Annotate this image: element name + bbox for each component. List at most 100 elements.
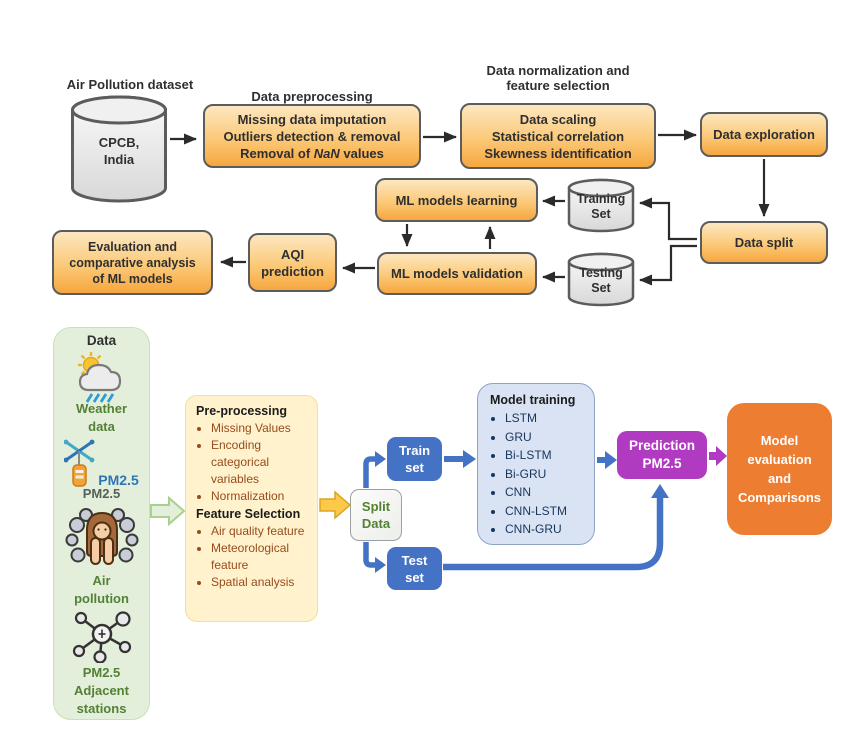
pm25-sensor-icon xyxy=(64,439,95,487)
data-split-box: Data split xyxy=(700,221,828,264)
preprocessing-line: Missing data imputation xyxy=(237,111,387,127)
adjacent-stations-line: Adjacent xyxy=(74,683,129,698)
split-data-line: Data xyxy=(361,516,391,531)
connector-split-to-test xyxy=(363,542,376,568)
feature-selection-title: Feature Selection xyxy=(196,507,301,521)
aqi-line: AQI xyxy=(280,246,305,262)
bullet-item: Normalization xyxy=(211,488,309,505)
data-sources-panel: Data Weather data xyxy=(53,327,150,720)
split-data-box: Split Data xyxy=(350,489,402,541)
preprocessing-title: Pre-processing xyxy=(196,404,288,418)
model-training-panel: Model training LSTM GRU Bi-LSTM Bi-GRU C… xyxy=(477,383,595,545)
train-set-box: Train set xyxy=(387,437,442,481)
air-pollution-label-line: Air xyxy=(92,573,111,588)
text-fragment: Removal of xyxy=(240,145,314,161)
data-exploration-box: Data exploration xyxy=(700,112,828,157)
model-item: LSTM xyxy=(505,409,588,428)
test-set-line: Test xyxy=(401,552,428,568)
cylinder-line: Testing xyxy=(579,266,623,280)
normalization-label: Data normalization and feature selection xyxy=(438,63,678,93)
split-data-line: Split xyxy=(361,499,391,514)
model-item: Bi-GRU xyxy=(505,465,588,484)
bullet-item: Encoding categorical variables xyxy=(211,437,309,488)
data-exploration-text: Data exploration xyxy=(713,127,815,142)
evaluation-line: of ML models xyxy=(92,271,173,286)
bullet-item: Spatial analysis xyxy=(211,574,309,591)
train-set-line: set xyxy=(405,460,424,475)
station-network-icon xyxy=(72,611,132,663)
nan-italic: NaN xyxy=(313,145,340,161)
model-item: CNN-GRU xyxy=(505,520,588,539)
feature-selection-bullets: Air quality feature Meteorological featu… xyxy=(196,523,309,591)
prediction-line: PM2.5 xyxy=(642,456,682,471)
preprocessing-line: Outliers detection & removal xyxy=(223,128,401,144)
prediction-pm25-box: Prediction PM2.5 xyxy=(617,431,707,479)
cylinder-shape xyxy=(71,95,167,203)
cylinder-shape xyxy=(567,252,635,307)
preprocessing-panel: Pre-processing Missing Values Encoding c… xyxy=(185,395,318,622)
weather-label: Weather data xyxy=(54,400,149,436)
adjacent-stations-line: stations xyxy=(76,701,127,716)
preprocessing-bullets: Missing Values Encoding categorical vari… xyxy=(196,420,309,505)
preprocessing-label: Data preprocessing xyxy=(251,89,373,104)
test-set-box: Test set xyxy=(387,547,442,590)
model-evaluation-box: Model evaluation and Comparisons xyxy=(727,403,832,535)
arrowhead-train-to-models xyxy=(463,450,476,468)
normalization-box: Data scaling Statistical correlation Ske… xyxy=(460,103,656,169)
model-training-title: Model training xyxy=(490,393,576,407)
test-set-line: set xyxy=(405,569,424,585)
cylinder-line: Set xyxy=(591,281,611,295)
cylinder-shape xyxy=(567,178,635,233)
model-item: GRU xyxy=(505,428,588,447)
weather-icon xyxy=(78,352,122,403)
arrowhead-test-to-prediction xyxy=(651,484,669,498)
arrowhead-models-to-prediction xyxy=(605,451,617,469)
air-pollution-icon xyxy=(65,508,139,565)
normalization-label-line: feature selection xyxy=(506,78,610,93)
arrow-split-to-training xyxy=(639,197,697,241)
normalization-line: Skewness identification xyxy=(484,145,632,161)
bullet-item: Meteorological feature xyxy=(211,540,309,574)
model-evaluation-line: Model xyxy=(760,433,799,448)
bullet-item: Air quality feature xyxy=(211,523,309,540)
prediction-line: Prediction xyxy=(628,438,695,453)
model-evaluation-line: Comparisons xyxy=(737,490,822,505)
normalization-line: Data scaling xyxy=(519,111,597,127)
model-evaluation-line: evaluation xyxy=(747,452,812,467)
normalization-label-line: Data normalization and xyxy=(486,63,630,78)
train-set-line: Train xyxy=(398,443,431,458)
normalization-line: Statistical correlation xyxy=(491,128,625,144)
ml-learning-text: ML models learning xyxy=(395,192,518,208)
pm25-sensor-label: PM2.5 xyxy=(98,472,139,488)
cylinder-line: Training xyxy=(576,192,626,206)
evaluation-line: comparative analysis xyxy=(69,255,196,270)
ml-validation-text: ML models validation xyxy=(391,266,523,281)
evaluation-box: Evaluation and comparative analysis of M… xyxy=(52,230,213,295)
dataset-label: Air Pollution dataset xyxy=(66,77,194,92)
cylinder-line: Set xyxy=(591,207,611,221)
block-arrow-prediction-to-evaluation xyxy=(709,446,727,466)
air-pollution-label-line: pollution xyxy=(74,591,129,606)
data-split-text: Data split xyxy=(734,235,794,250)
arrow-split-to-testing xyxy=(639,244,697,286)
arrowhead-split-to-test xyxy=(375,557,386,573)
adjacent-stations-label: PM2.5 Adjacent stations xyxy=(54,664,149,718)
aqi-prediction-box: AQI prediction xyxy=(248,233,337,292)
pm25-label: PM2.5 xyxy=(82,486,121,501)
aqi-line: prediction xyxy=(261,263,324,279)
block-arrow-preprocessing-to-split xyxy=(319,490,352,520)
arrowhead-split-to-train xyxy=(375,451,386,467)
cylinder-line: CPCB, xyxy=(98,135,140,150)
adjacent-stations-line: PM2.5 xyxy=(82,665,121,680)
model-evaluation-line: and xyxy=(767,471,792,486)
block-arrow-data-to-preprocessing xyxy=(150,495,186,527)
model-item: CNN xyxy=(505,483,588,502)
preprocessing-line: Removal of NaN values xyxy=(240,145,384,162)
model-list: LSTM GRU Bi-LSTM Bi-GRU CNN CNN-LSTM CNN… xyxy=(490,409,588,539)
ml-learning-box: ML models learning xyxy=(375,178,538,222)
bullet-item: Missing Values xyxy=(211,420,309,437)
evaluation-line: Evaluation and xyxy=(88,239,177,254)
data-panel-title: Data xyxy=(86,333,117,348)
training-set-cylinder: Training Set xyxy=(567,178,635,234)
